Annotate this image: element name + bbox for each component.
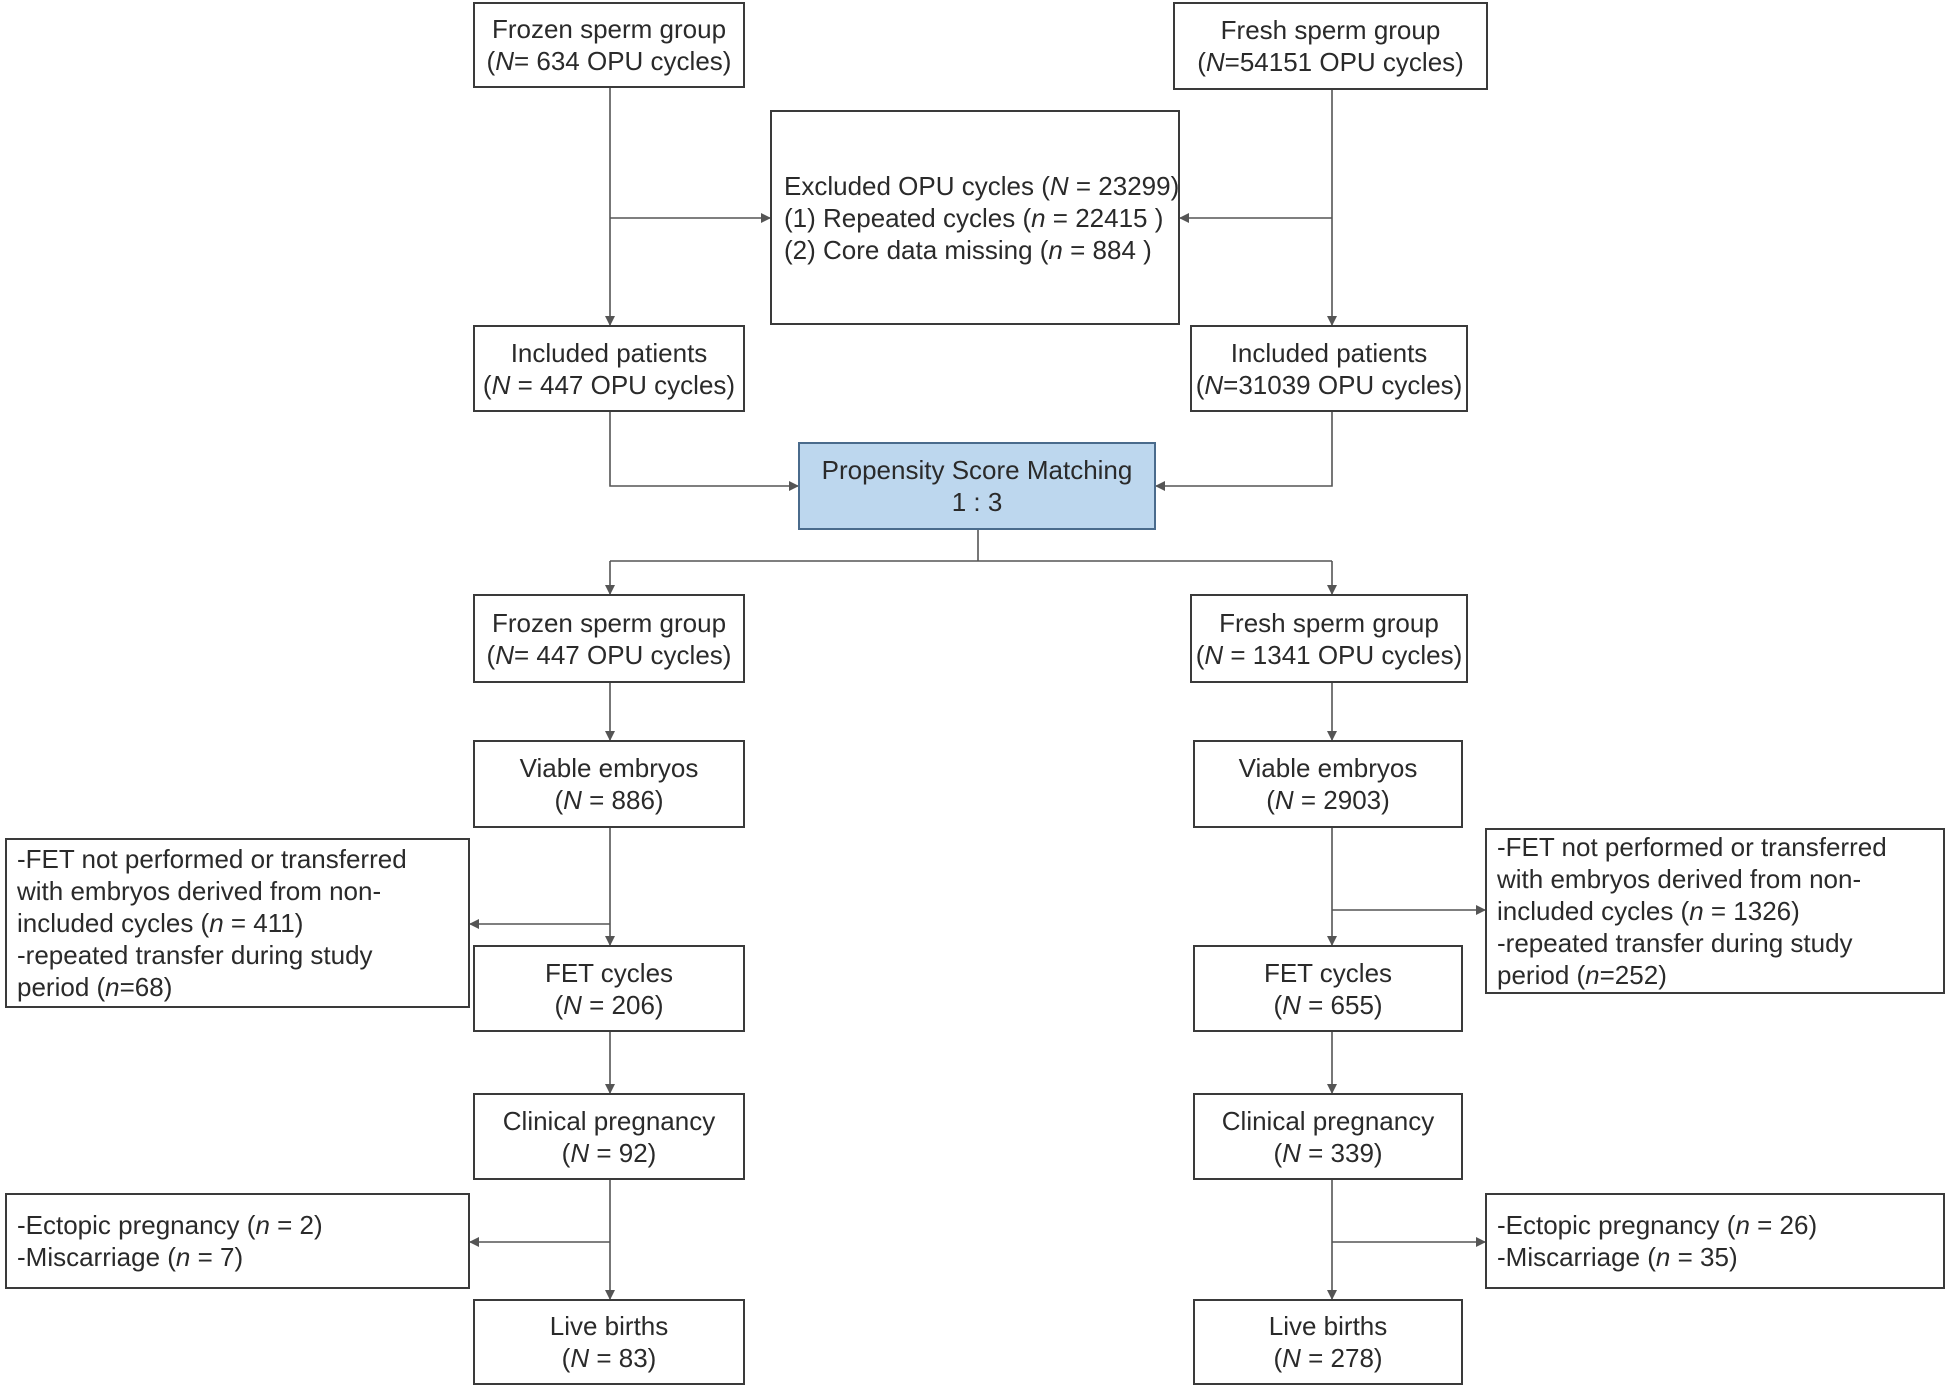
exclusion-line: included cycles (n = 411)	[17, 908, 304, 938]
box-title: FET cycles	[544, 957, 674, 988]
box-count: (N = 447 OPU cycles)	[482, 369, 736, 400]
fresh-viable-embryos-box: Viable embryos (N = 2903)	[1193, 740, 1463, 828]
exclusion-line: -repeated transfer during study	[1497, 928, 1853, 958]
box-title: FET cycles	[1263, 957, 1393, 988]
exclusion-line: with embryos derived from non-	[1497, 864, 1862, 894]
fresh-included-box: Included patients (N=31039 OPU cycles)	[1190, 325, 1468, 412]
fresh-sperm-group-box: Fresh sperm group (N=54151 OPU cycles)	[1173, 2, 1488, 90]
arrow-fresh-included-to-psm	[1155, 412, 1333, 491]
box-count: (N=54151 OPU cycles)	[1197, 47, 1464, 77]
exclusion-line: -repeated transfer during study	[17, 940, 373, 970]
box-count: (N=31039 OPU cycles)	[1195, 369, 1463, 400]
box-count: (N = 278)	[1273, 1343, 1383, 1373]
box-count: (N= 634 OPU cycles)	[486, 46, 732, 76]
box-title: Live births	[549, 1311, 669, 1341]
fresh-fet-exclusion-box: -FET not performed or transferred with e…	[1485, 828, 1945, 994]
box-count: (N = 206)	[554, 989, 664, 1020]
fresh-pregnancy-exclusion-box: -Ectopic pregnancy (n = 26) -Miscarriage…	[1485, 1193, 1945, 1289]
fresh-clinical-pregnancy-box: Clinical pregnancy (N = 339)	[1193, 1093, 1463, 1180]
frozen-included-box: Included patients (N = 447 OPU cycles)	[473, 325, 745, 412]
exclusion-line: -Miscarriage (n = 7)	[17, 1242, 244, 1272]
exclusion-line: included cycles (n = 1326)	[1497, 896, 1800, 926]
exclusion-line: -FET not performed or transferred	[1497, 832, 1887, 862]
box-title: Fresh sperm group	[1220, 15, 1441, 45]
exclusion-line: -Miscarriage (n = 35)	[1497, 1242, 1738, 1272]
frozen-sperm-group-box: Frozen sperm group (N= 634 OPU cycles)	[473, 2, 745, 88]
excluded-total: Excluded OPU cycles (N = 23299)	[784, 170, 1180, 201]
exclusion-line: period (n=252)	[1497, 960, 1667, 990]
box-count: (N = 339)	[1273, 1137, 1383, 1168]
frozen-pregnancy-exclusion-box: -Ectopic pregnancy (n = 2) -Miscarriage …	[5, 1193, 470, 1289]
fresh-live-births-box: Live births (N = 278)	[1193, 1299, 1463, 1385]
frozen-clinical-pregnancy-box: Clinical pregnancy (N = 92)	[473, 1093, 745, 1180]
excluded-missing: (2) Core data missing (n = 884 )	[784, 234, 1152, 265]
box-title: Frozen sperm group	[491, 607, 727, 638]
psm-ratio: 1 : 3	[951, 487, 1003, 517]
box-title: Included patients	[510, 337, 708, 368]
fresh-fet-cycles-box: FET cycles (N = 655)	[1193, 945, 1463, 1032]
frozen-matched-box: Frozen sperm group (N= 447 OPU cycles)	[473, 594, 745, 683]
excluded-repeated: (1) Repeated cycles (n = 22415 )	[784, 202, 1164, 233]
exclusion-line: with embryos derived from non-	[17, 876, 382, 906]
box-count: (N = 92)	[561, 1137, 657, 1168]
frozen-live-births-box: Live births (N = 83)	[473, 1299, 745, 1385]
box-count: (N = 1341 OPU cycles)	[1195, 639, 1463, 670]
box-count: (N = 886)	[554, 785, 664, 815]
box-title: Live births	[1268, 1311, 1388, 1341]
box-count: (N = 655)	[1273, 989, 1383, 1020]
box-count: (N= 447 OPU cycles)	[486, 639, 732, 670]
exclusion-line: -FET not performed or transferred	[17, 844, 407, 874]
box-title: Clinical pregnancy	[1221, 1105, 1435, 1136]
box-title: Viable embryos	[1238, 753, 1418, 783]
box-count: (N = 2903)	[1266, 785, 1390, 815]
box-title: Frozen sperm group	[491, 14, 727, 44]
box-title: Included patients	[1230, 337, 1428, 368]
box-title: Fresh sperm group	[1219, 607, 1439, 638]
excluded-opu-cycles-box: Excluded OPU cycles (N = 23299) (1) Repe…	[770, 110, 1180, 325]
frozen-fet-exclusion-box: -FET not performed or transferred with e…	[5, 838, 470, 1008]
psm-title: Propensity Score Matching	[821, 455, 1133, 485]
box-title: Clinical pregnancy	[502, 1105, 716, 1136]
exclusion-line: -Ectopic pregnancy (n = 26)	[1497, 1210, 1818, 1240]
propensity-score-matching-box: Propensity Score Matching 1 : 3	[798, 442, 1156, 530]
frozen-fet-cycles-box: FET cycles (N = 206)	[473, 945, 745, 1032]
box-count: (N = 83)	[561, 1343, 657, 1373]
arrow-frozen-included-to-psm	[609, 412, 799, 491]
box-title: Viable embryos	[519, 753, 699, 783]
exclusion-line: period (n=68)	[17, 972, 173, 1002]
fresh-matched-box: Fresh sperm group (N = 1341 OPU cycles)	[1190, 594, 1468, 683]
frozen-viable-embryos-box: Viable embryos (N = 886)	[473, 740, 745, 828]
exclusion-line: -Ectopic pregnancy (n = 2)	[17, 1210, 323, 1240]
